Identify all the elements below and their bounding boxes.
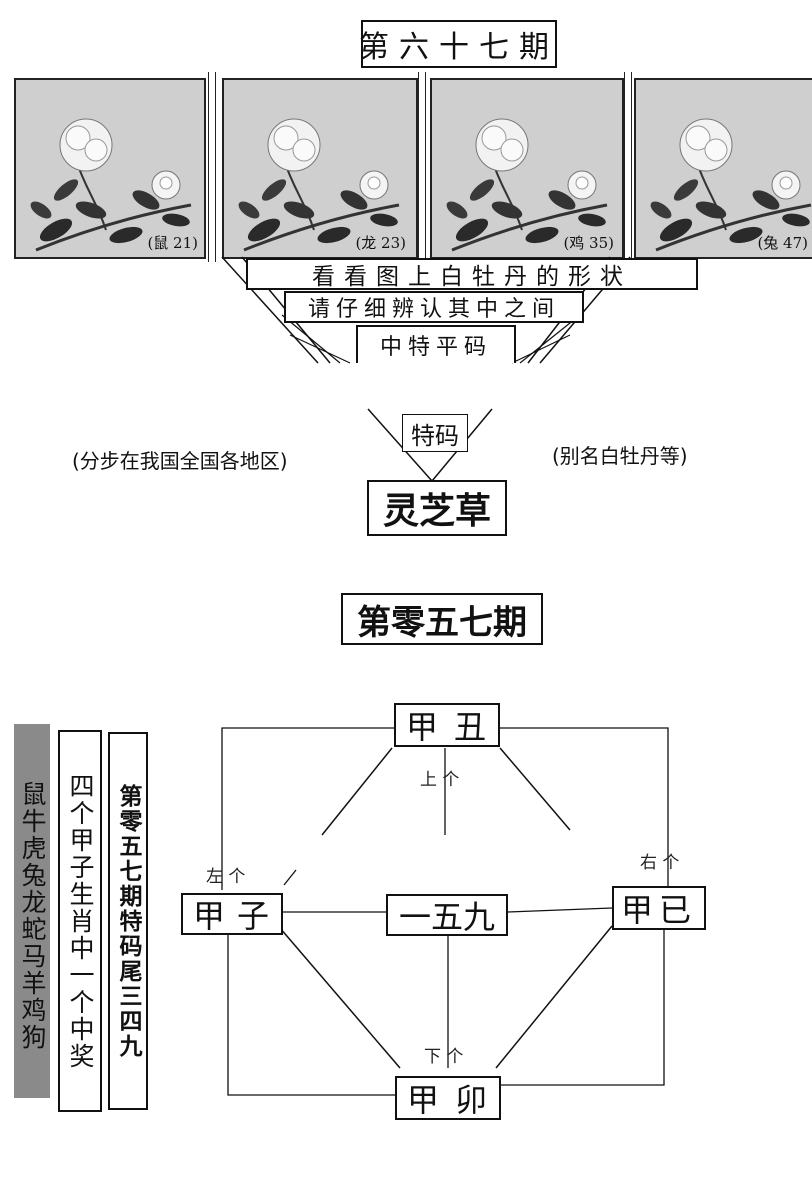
hint-column: 四个甲子生肖中一个中奖 xyxy=(58,730,102,1112)
peony-panel-3: (鸡 35) xyxy=(430,78,624,259)
peony-panel-1: (鼠 21) xyxy=(14,78,206,259)
node-center: 一五九 xyxy=(386,894,508,936)
label-up: 上 个 xyxy=(420,770,460,790)
issue057-title: 第零五七期 xyxy=(341,593,543,645)
panel-label: (鼠 21) xyxy=(147,234,198,252)
panel-label: (兔 47) xyxy=(757,234,808,252)
panel-divider xyxy=(208,72,216,262)
node-right: 甲已 xyxy=(612,886,706,930)
label-right: 右 个 xyxy=(640,853,680,873)
zodiac-column: 鼠牛虎兔龙蛇马羊鸡狗 xyxy=(14,724,50,1098)
label-left: 左 个 xyxy=(206,867,246,887)
tail-column: 第零五七期特码尾三四九 xyxy=(108,732,148,1110)
peony-panel-2: (龙 23) xyxy=(222,78,418,259)
panel-label: (龙 23) xyxy=(355,234,406,252)
node-left: 甲子 xyxy=(181,893,283,935)
instruction-line-2: 请仔细辨认其中之间 xyxy=(284,291,584,323)
instruction-line-3: 中特平码 xyxy=(356,325,516,363)
diagram-lines xyxy=(221,727,669,1096)
issue67-title: 第六十七期 xyxy=(359,20,557,68)
panel-divider xyxy=(624,72,632,262)
node-bottom: 甲卯 xyxy=(395,1076,501,1120)
answer-box: 灵芝草 xyxy=(367,480,507,536)
right-note: (别名白牡丹等) xyxy=(552,444,688,468)
left-note: (分步在我国全国各地区) xyxy=(72,449,288,473)
instruction-line-1: 看看图上白牡丹的形状 xyxy=(246,258,698,290)
special-code-label: 特码 xyxy=(402,414,468,452)
panel-label: (鸡 35) xyxy=(563,234,614,252)
label-down: 下 个 xyxy=(424,1047,464,1067)
peony-panel-4: (兔 47) xyxy=(634,78,812,259)
panel-divider xyxy=(418,72,426,262)
node-top: 甲丑 xyxy=(394,703,500,747)
